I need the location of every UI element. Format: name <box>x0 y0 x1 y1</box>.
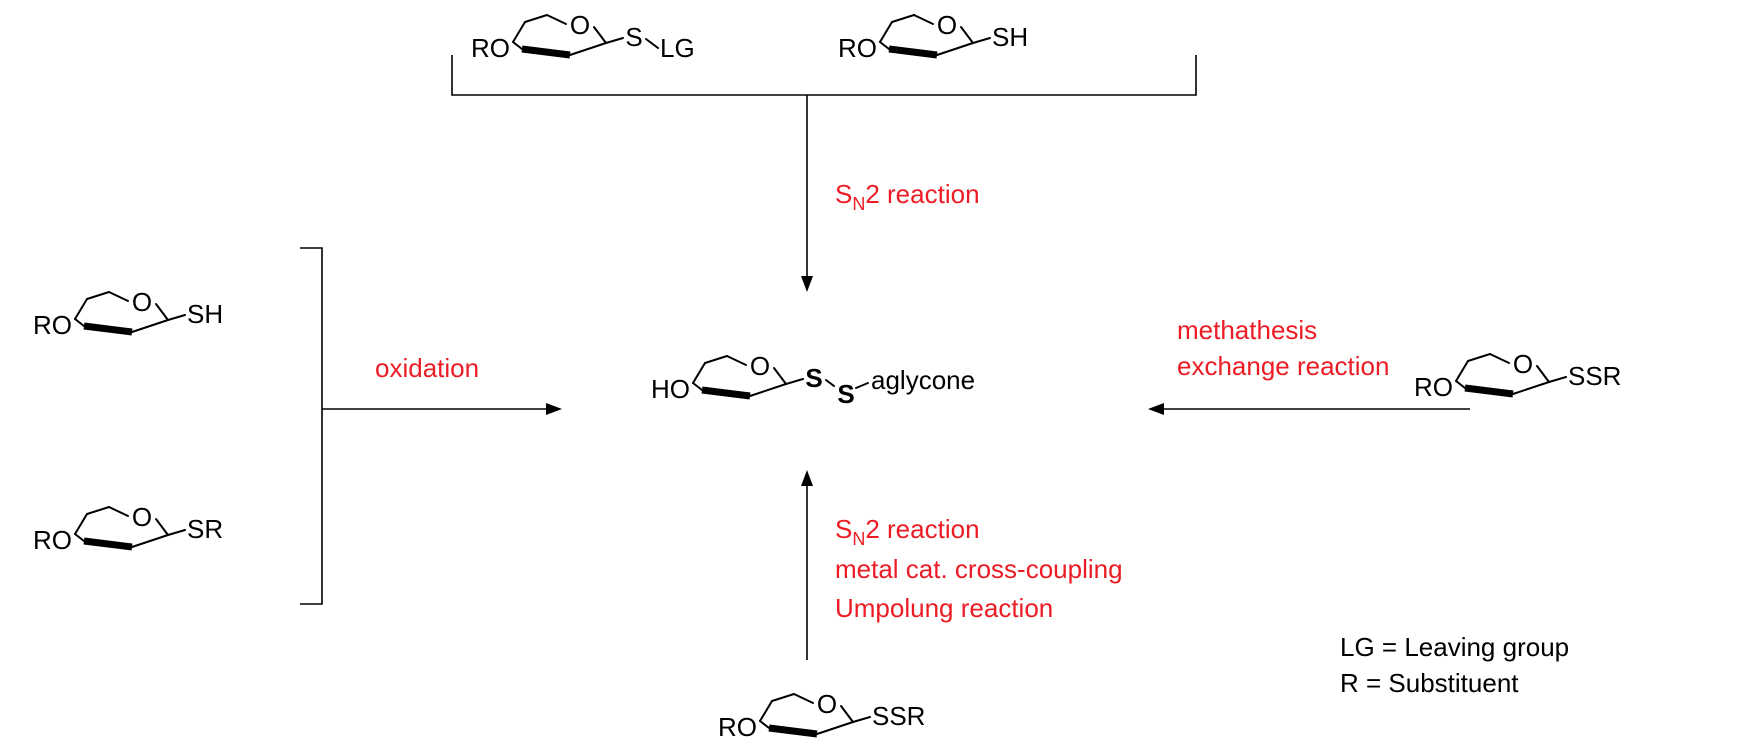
pyranose-ring <box>879 14 991 59</box>
bottom-glycosyl-disulfide: O RO SSR <box>718 689 925 742</box>
aglycone-label: aglycone <box>871 365 975 395</box>
ring-oxygen: O <box>1513 349 1533 379</box>
left-top-thiosugar: O RO SH <box>33 287 223 340</box>
pyranose-ring <box>512 14 624 59</box>
top-left-thioglycoside: O RO S LG <box>471 10 695 63</box>
bottom-condition-line-2: metal cat. cross-coupling <box>835 554 1123 584</box>
ring-oxygen: O <box>132 502 152 532</box>
legend-leaving-group: LG = Leaving group <box>1340 632 1569 662</box>
ring-oxygen: O <box>750 351 770 381</box>
ring-oxygen: O <box>132 287 152 317</box>
pyranose-ring <box>74 506 186 551</box>
top-right-thiosugar: O RO SH <box>838 10 1028 63</box>
left-arrow-head <box>546 403 562 415</box>
ro-substituent: RO <box>33 525 72 555</box>
right-condition-line-1: methathesis <box>1177 315 1317 345</box>
pyranose-ring <box>692 355 804 400</box>
disulfide-sulfur-2: S <box>837 379 854 409</box>
ring-oxygen: O <box>937 10 957 40</box>
right-arrow-head <box>1148 403 1164 415</box>
ssr-group: SSR <box>1568 361 1621 391</box>
left-bracket <box>300 247 323 605</box>
disulfide-sulfur-1: S <box>805 363 822 393</box>
pyranose-ring <box>1455 353 1567 398</box>
ro-substituent: RO <box>33 310 72 340</box>
ro-substituent: RO <box>718 712 757 742</box>
ro-substituent: RO <box>471 33 510 63</box>
top-bracket <box>451 55 1197 96</box>
thiol-group: SH <box>187 299 223 329</box>
glycosyl-disulfide-product: O HO S S aglycone <box>651 351 975 409</box>
pyranose-ring <box>74 291 186 336</box>
right-glycosyl-disulfide: O RO SSR <box>1414 349 1621 402</box>
ro-substituent: RO <box>1414 372 1453 402</box>
ro-substituent: RO <box>838 33 877 63</box>
ring-oxygen: O <box>570 10 590 40</box>
left-condition-label: oxidation <box>375 353 479 383</box>
legend-substituent: R = Substituent <box>1340 668 1519 698</box>
bottom-condition-line-3: Umpolung reaction <box>835 593 1053 623</box>
leaving-group-label: LG <box>660 33 695 63</box>
bottom-arrow-head <box>801 470 813 486</box>
ho-substituent: HO <box>651 374 690 404</box>
ssr-group: SSR <box>872 701 925 731</box>
bottom-condition-line-1: SN2 reaction <box>835 514 980 549</box>
thiol-group: SH <box>992 22 1028 52</box>
sulfur-atom: S <box>625 22 642 52</box>
ring-oxygen: O <box>817 689 837 719</box>
sr-group: SR <box>187 514 223 544</box>
top-condition-label: SN2 reaction <box>835 179 980 214</box>
right-condition-line-2: exchange reaction <box>1177 351 1389 381</box>
top-arrow-head <box>801 276 813 292</box>
pyranose-ring <box>759 693 871 738</box>
left-bottom-thioether: O RO SR <box>33 502 223 555</box>
